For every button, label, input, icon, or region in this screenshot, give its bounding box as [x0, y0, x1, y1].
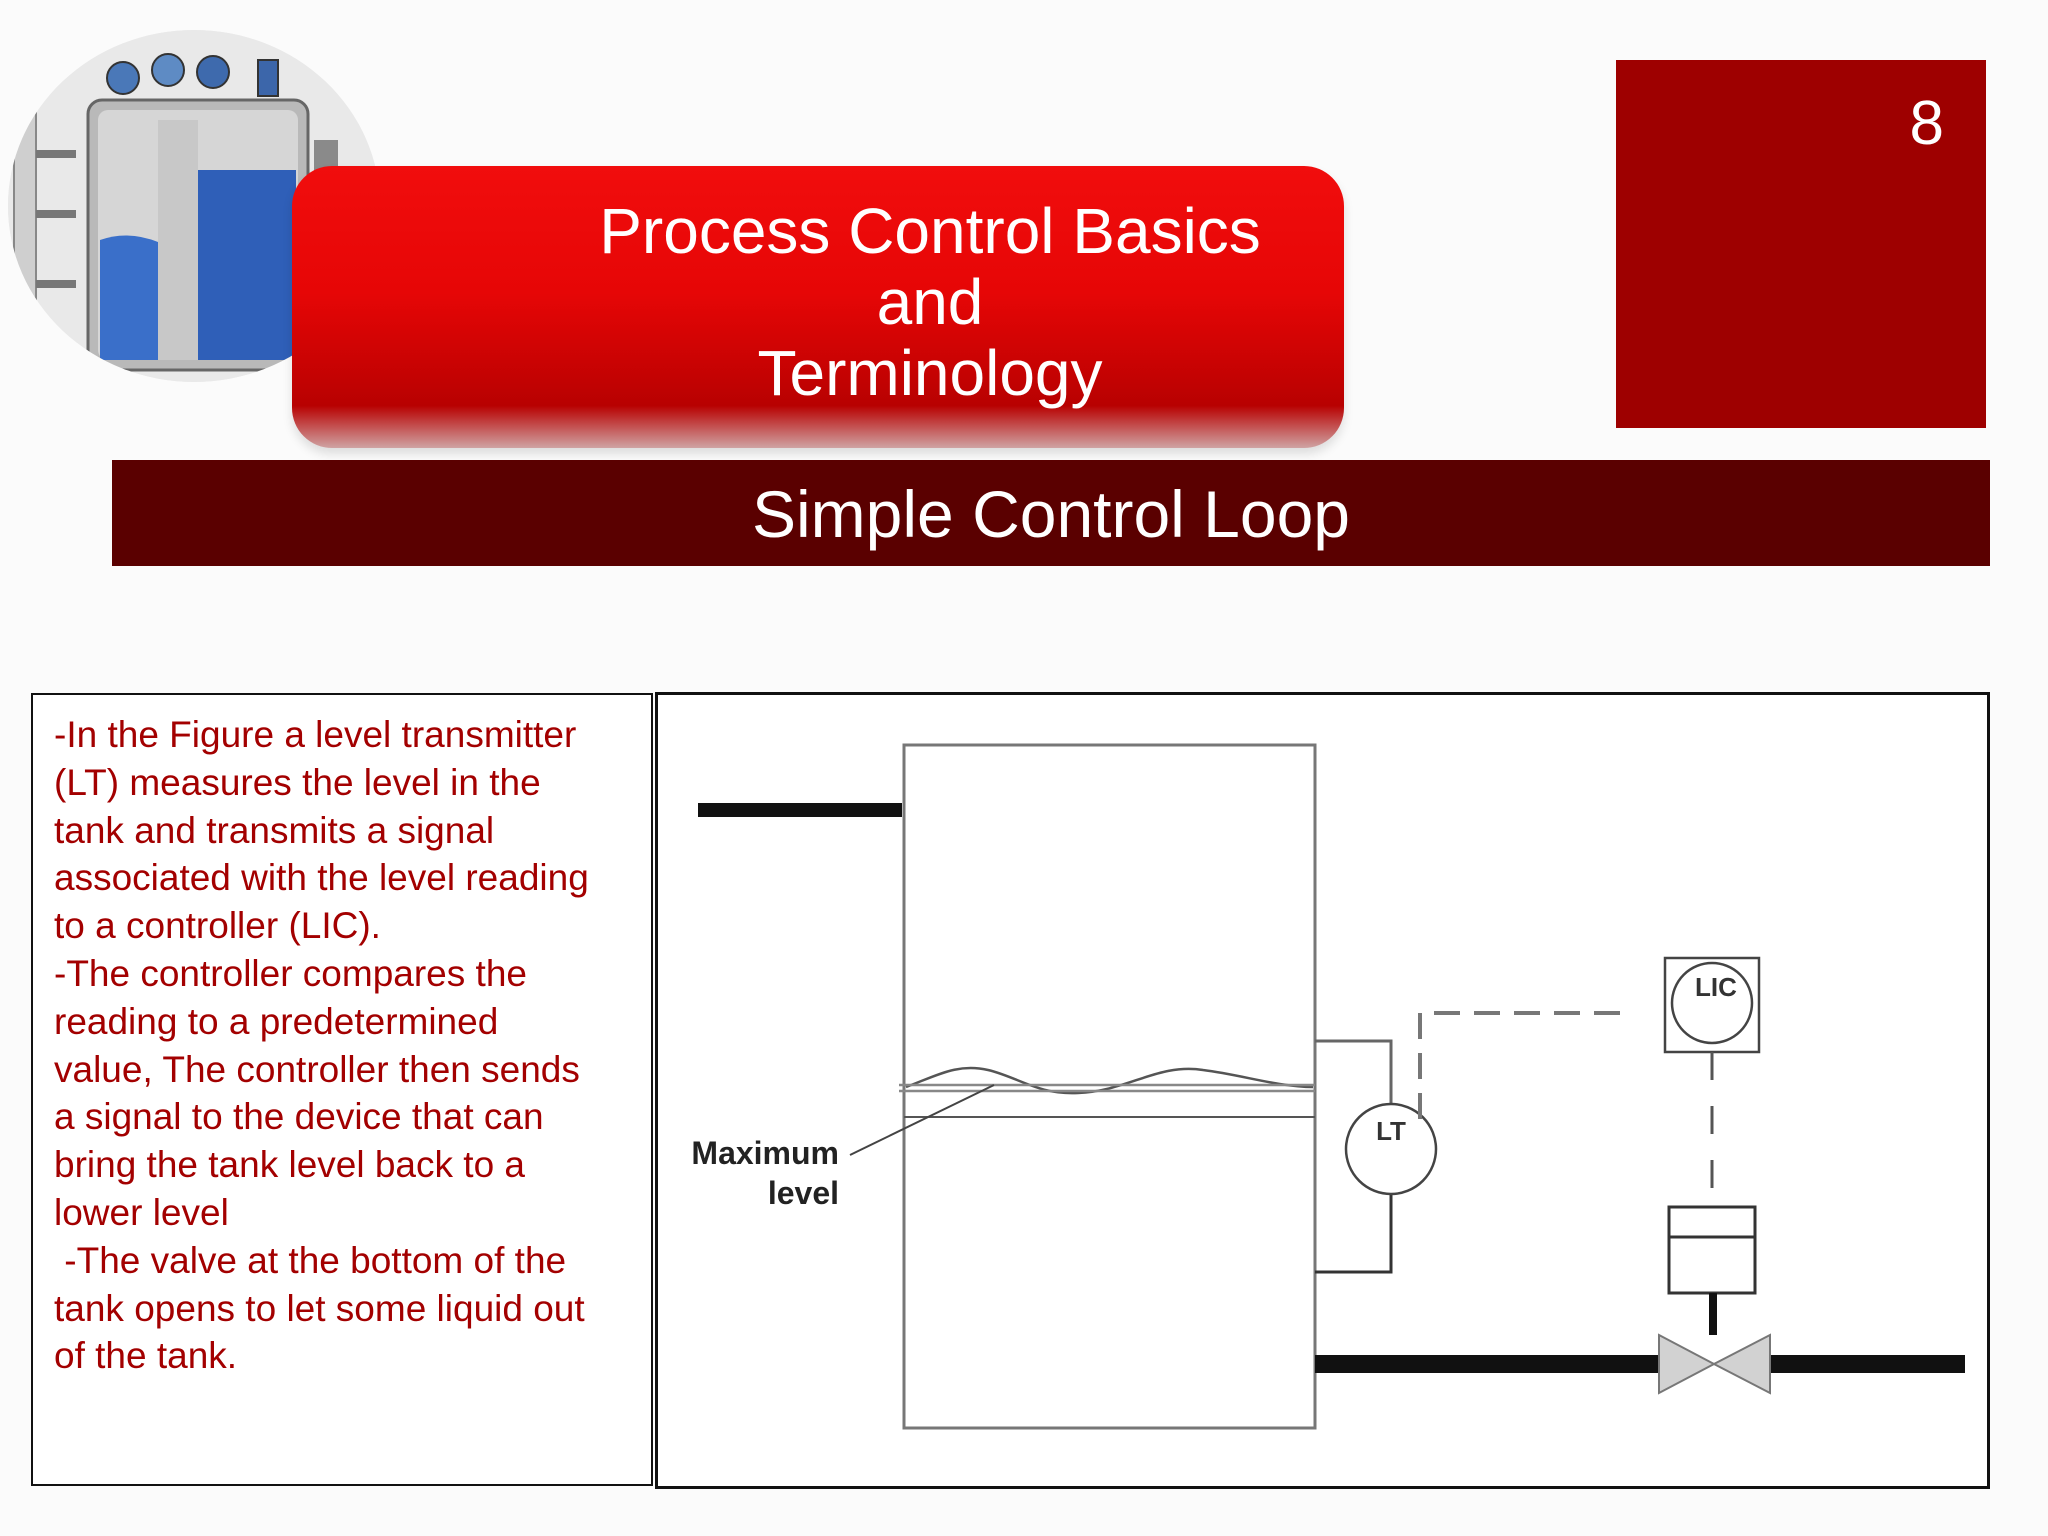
text-line: associated with the level reading — [54, 857, 589, 899]
slide-number: 8 — [1909, 89, 1944, 158]
lt-label: LT — [1376, 1116, 1406, 1146]
description-text: -In the Figure a level transmitter (LT) … — [54, 711, 654, 1380]
slide-number-box: 8 — [1616, 60, 1986, 428]
lic-label: LIC — [1695, 972, 1737, 1002]
liquid-surface — [905, 1066, 1314, 1095]
control-loop-figure: Maximum level LT LIC — [655, 692, 1990, 1489]
title-line: Process Control Basics — [599, 195, 1261, 267]
inlet-pipe — [698, 803, 902, 817]
description-panel: -In the Figure a level transmitter (LT) … — [31, 693, 653, 1486]
valve-actuator — [1667, 1205, 1757, 1295]
slide-title: Process Control Basics and Terminology — [540, 196, 1320, 409]
text-line: lower level — [54, 1191, 229, 1233]
text-line: value, The controller then sends — [54, 1048, 580, 1090]
text-line: (LT) measures the level in the — [54, 761, 541, 803]
title-line: and — [876, 266, 984, 338]
title-banner — [292, 166, 1344, 448]
title-line: Terminology — [757, 337, 1103, 409]
signal-line-lt-to-lic — [1418, 1011, 1632, 1119]
subtitle-bar: Simple Control Loop — [112, 460, 1990, 566]
text-line: bring the tank level back to a — [54, 1144, 526, 1186]
text-line: a signal to the device that can — [54, 1096, 544, 1138]
control-loop-diagram: Maximum level LT LIC — [691, 743, 1965, 1430]
text-line: tank and transmits a signal — [54, 809, 495, 851]
max-level-label: Maximum — [691, 1135, 839, 1171]
text-line: reading to a predetermined — [54, 1000, 499, 1042]
control-valve — [1658, 1333, 1717, 1395]
level-transmitter — [1344, 1102, 1438, 1196]
text-line: to a controller (LIC). — [54, 905, 381, 947]
text-line: -In the Figure a level transmitter — [54, 714, 577, 755]
text-line: -The controller compares the — [54, 952, 527, 994]
outlet-pipe — [1315, 1355, 1662, 1373]
text-line: -The valve at the bottom of the — [54, 1239, 567, 1281]
text-line: of the tank. — [54, 1335, 238, 1377]
slide-subtitle: Simple Control Loop — [752, 477, 1350, 551]
lt-upper-tap — [1315, 1039, 1393, 1119]
label-pointer — [849, 1084, 995, 1156]
max-level-label: level — [768, 1175, 839, 1211]
lt-lower-tap — [1315, 1195, 1393, 1274]
text-line: tank opens to let some liquid out — [54, 1287, 585, 1329]
tank — [902, 743, 1317, 1430]
